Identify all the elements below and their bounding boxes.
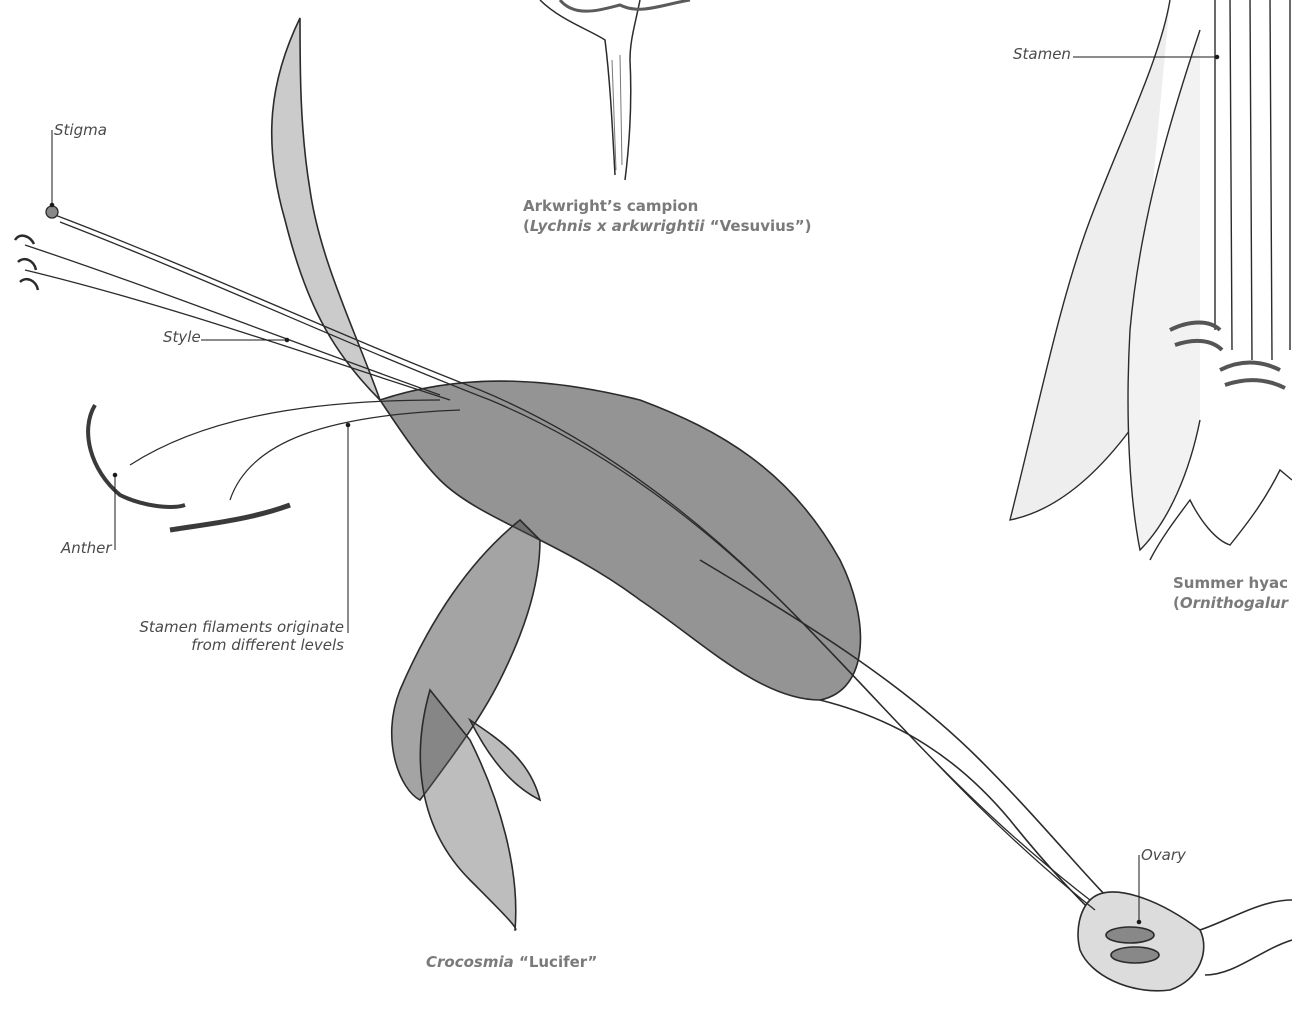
caption-crocosmia-cultivar: “Lucifer”: [514, 953, 598, 971]
summer-hyacinth-drawing: [1010, 0, 1292, 560]
caption-arkwright-line1: Arkwright’s campion: [523, 196, 811, 216]
caption-arkwright-line2: (Lychnis x arkwrightii “Vesuvius”): [523, 216, 811, 236]
label-stamen: Stamen: [1013, 45, 1071, 63]
label-stamen-filaments-line1: Stamen filaments originate: [139, 618, 344, 636]
label-style: Style: [163, 328, 201, 346]
caption-summer-hyacinth: Summer hyac (Ornithogalur: [1173, 573, 1288, 613]
caption-summer-hyacinth-latin: Ornithogalur: [1180, 594, 1288, 612]
caption-arkwright-open: (: [523, 217, 530, 235]
caption-summer-hyacinth-open: (: [1173, 594, 1180, 612]
label-stamen-filaments: Stamen filaments originate from differen…: [139, 618, 344, 654]
caption-summer-hyacinth-line2: (Ornithogalur: [1173, 593, 1288, 613]
caption-crocosmia-genus: Crocosmia: [426, 953, 514, 971]
label-stigma: Stigma: [54, 121, 107, 139]
caption-arkwright-latin: Lychnis x arkwrightii: [530, 217, 705, 235]
caption-crocosmia: Crocosmia “Lucifer”: [426, 952, 597, 972]
label-stamen-filaments-line2: from different levels: [139, 636, 344, 654]
caption-summer-hyacinth-line1: Summer hyac: [1173, 573, 1288, 593]
label-anther: Anther: [61, 539, 112, 557]
style-drawing: [15, 206, 1095, 910]
caption-arkwright: Arkwright’s campion (Lychnis x arkwright…: [523, 196, 811, 236]
label-ovary: Ovary: [1141, 846, 1186, 864]
campion-drawing: [540, 0, 690, 180]
caption-arkwright-cultivar: “Vesuvius”): [705, 217, 812, 235]
